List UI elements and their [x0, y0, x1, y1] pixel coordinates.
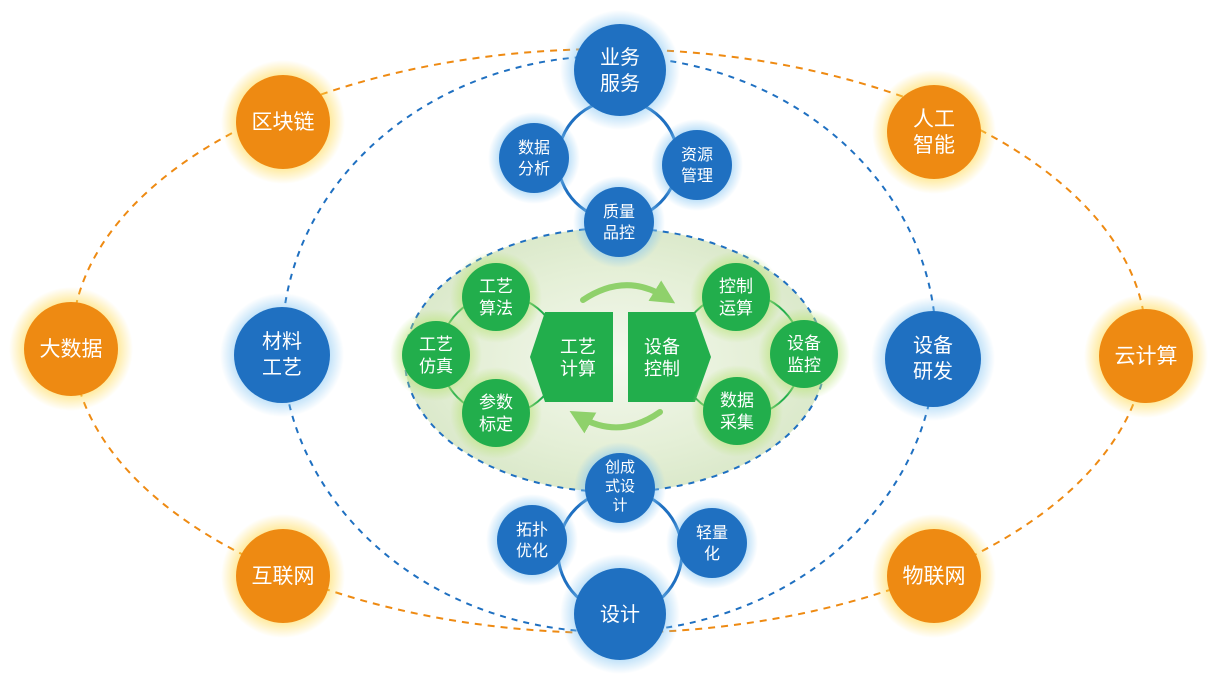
node-lightweight-label-1: 轻量	[696, 523, 728, 542]
node-generative-design[interactable]: 创成 式设 计	[574, 442, 666, 534]
process-calc-label-1: 工艺	[560, 337, 596, 358]
cycle-arrow-top	[580, 280, 676, 304]
node-ai[interactable]: 人工 智能	[872, 70, 996, 194]
node-process-algorithm-label-1: 工艺	[479, 277, 513, 297]
node-process-simulation-label-1: 工艺	[419, 335, 453, 355]
node-ai-label-2: 智能	[913, 133, 955, 157]
node-topology-opt-label-2: 优化	[516, 541, 548, 560]
node-resource-mgmt-label-1: 资源	[681, 145, 713, 164]
node-resource-mgmt-label-2: 管理	[681, 166, 713, 185]
node-lightweight[interactable]: 轻量 化	[666, 497, 758, 589]
equipment-control-hex[interactable]: 设备 控制	[628, 312, 711, 402]
node-process-simulation[interactable]: 工艺 仿真	[390, 309, 482, 401]
node-iot[interactable]: 物联网	[872, 514, 996, 638]
node-business-service-label-1: 业务	[600, 45, 640, 69]
node-blockchain-label: 区块链	[252, 110, 315, 134]
node-process-simulation-label-2: 仿真	[419, 357, 453, 377]
node-iot-label: 物联网	[903, 564, 966, 588]
node-quality-control-label-1: 质量	[603, 202, 635, 221]
node-equipment-rd-label-1: 设备	[913, 333, 953, 357]
process-calc-label-2: 计算	[560, 359, 596, 380]
node-generative-design-label-1: 创成	[605, 458, 635, 476]
cycle-arrow-bottom	[569, 409, 663, 434]
node-data-acquisition-label-2: 采集	[720, 413, 754, 433]
node-process-algorithm-label-2: 算法	[479, 299, 513, 319]
node-param-calibration-label-1: 参数	[479, 393, 513, 413]
node-generative-design-label-3: 计	[612, 496, 627, 514]
node-big-data[interactable]: 大数据	[9, 287, 133, 411]
node-internet[interactable]: 互联网	[221, 514, 345, 638]
node-data-analysis[interactable]: 数据 分析	[488, 112, 580, 204]
node-data-acquisition[interactable]: 数据 采集	[691, 365, 783, 457]
node-generative-design-label-2: 式设	[605, 477, 635, 495]
node-quality-control[interactable]: 质量 品控	[573, 176, 665, 268]
node-design-label: 设计	[600, 602, 640, 626]
node-ai-label-1: 人工	[913, 107, 955, 131]
node-quality-control-label-2: 品控	[603, 223, 635, 242]
node-equipment-monitor-label-1: 设备	[787, 334, 821, 354]
node-material-process-label-1: 材料	[262, 329, 302, 353]
node-data-analysis-label-2: 分析	[518, 159, 550, 178]
equipment-control-label-1: 设备	[644, 337, 680, 358]
node-business-service[interactable]: 业务 服务	[560, 10, 680, 130]
node-blockchain[interactable]: 区块链	[221, 60, 345, 184]
node-material-process-label-2: 工艺	[262, 355, 302, 379]
node-lightweight-label-2: 化	[704, 544, 720, 563]
node-process-algorithm[interactable]: 工艺 算法	[450, 251, 542, 343]
node-control-compute[interactable]: 控制 运算	[690, 251, 782, 343]
node-big-data-label: 大数据	[40, 337, 103, 361]
node-topology-opt[interactable]: 拓扑 优化	[486, 494, 578, 586]
node-resource-mgmt[interactable]: 资源 管理	[651, 119, 743, 211]
node-param-calibration[interactable]: 参数 标定	[450, 367, 542, 459]
node-business-service-label-2: 服务	[600, 71, 640, 95]
node-data-analysis-label-1: 数据	[518, 138, 550, 157]
process-calc-hex[interactable]: 工艺 计算	[530, 312, 613, 402]
node-equipment-rd-label-2: 研发	[913, 359, 953, 383]
node-control-compute-label-1: 控制	[719, 277, 753, 297]
node-equipment-rd[interactable]: 设备 研发	[871, 297, 995, 421]
node-material-process[interactable]: 材料 工艺	[220, 293, 344, 417]
equipment-control-label-2: 控制	[644, 359, 680, 380]
node-control-compute-label-2: 运算	[719, 299, 753, 319]
node-cloud[interactable]: 云计算	[1084, 294, 1208, 418]
node-equipment-monitor[interactable]: 设备 监控	[758, 308, 850, 400]
node-data-acquisition-label-1: 数据	[720, 391, 754, 411]
node-equipment-monitor-label-2: 监控	[787, 356, 821, 376]
node-cloud-label: 云计算	[1115, 344, 1178, 368]
node-internet-label: 互联网	[252, 564, 315, 588]
node-topology-opt-label-1: 拓扑	[516, 520, 548, 539]
node-design[interactable]: 设计	[560, 554, 680, 674]
node-param-calibration-label-2: 标定	[479, 415, 513, 435]
